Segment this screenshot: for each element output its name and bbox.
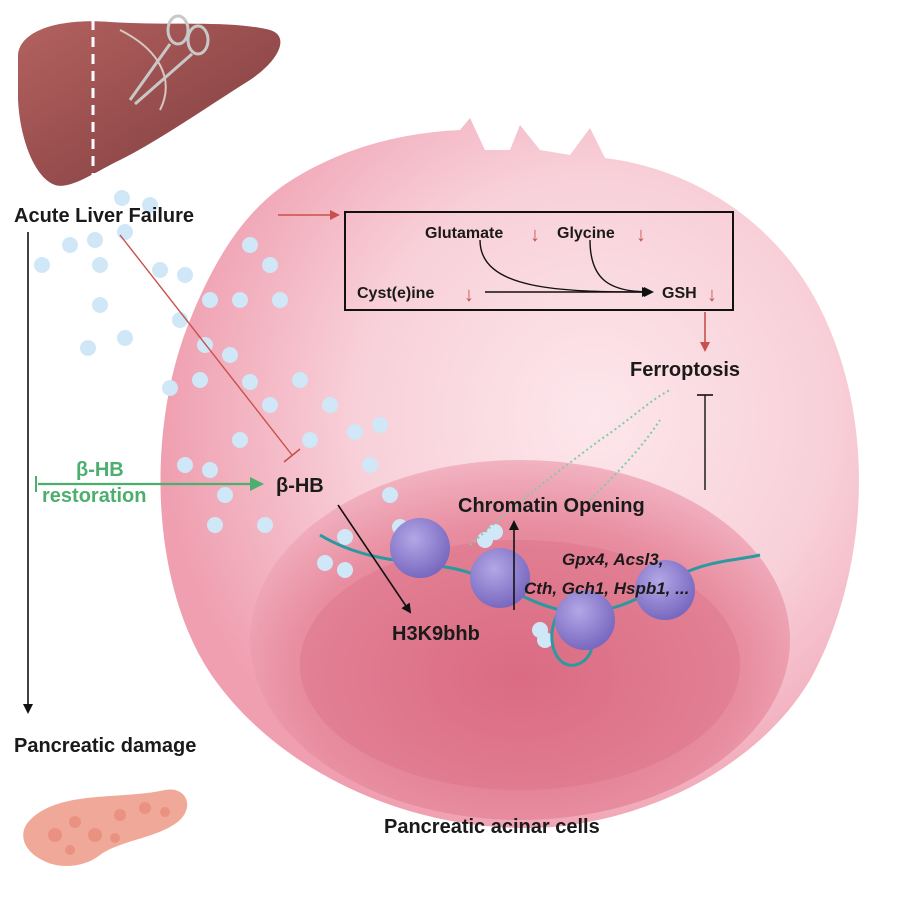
label-pancreatic-damage: Pancreatic damage: [14, 735, 196, 757]
label-h3k9bhb: H3K9bhb: [392, 623, 480, 645]
beta-hb-dots: [34, 190, 553, 648]
beta-hb-dot: [192, 372, 208, 388]
inhibit-alf-to-betahb: [119, 234, 293, 456]
label-ferroptosis: Ferroptosis: [630, 359, 740, 381]
beta-hb-dot: [217, 487, 233, 503]
label-chromatin-opening: Chromatin Opening: [458, 495, 645, 517]
label-beta-hb: β-HB: [276, 475, 324, 497]
beta-hb-dot: [152, 262, 168, 278]
pancreas-icon: [23, 789, 188, 867]
beta-hb-dot: [337, 562, 353, 578]
beta-hb-dot: [142, 197, 158, 213]
arrow-betahb-to-h3k9bhb: [337, 504, 412, 614]
nucleosome-icon: [555, 590, 615, 650]
label-pancreatic-acinar-cells: Pancreatic acinar cells: [384, 816, 600, 838]
beta-hb-dot: [292, 372, 308, 388]
label-genes-1: Gpx4, Acsl3,: [562, 550, 663, 569]
labels: Acute Liver Failure Pancreatic damage Pa…: [14, 205, 740, 838]
decrease-arrow-glutamate: ↓: [530, 224, 540, 246]
label-acute-liver-failure: Acute Liver Failure: [14, 205, 194, 227]
metabolism-box: [344, 211, 734, 311]
liver-with-scissors-icon: [18, 14, 281, 190]
beta-hb-dot: [487, 524, 503, 540]
beta-hb-dot: [232, 292, 248, 308]
nucleosome-icon: [470, 548, 530, 608]
beta-hb-dot: [347, 424, 363, 440]
beta-hb-dot: [382, 487, 398, 503]
decrease-arrow-glycine: ↓: [636, 224, 646, 246]
beta-hb-dot: [162, 380, 178, 396]
beta-hb-dot: [177, 267, 193, 283]
beta-hb-dot: [362, 457, 378, 473]
beta-hb-dot: [117, 330, 133, 346]
beta-hb-dot: [202, 462, 218, 478]
beta-hb-dot: [62, 237, 78, 253]
pathway-arrows: [23, 210, 713, 714]
label-restoration-1: β-HB: [76, 459, 124, 481]
decrease-arrow-gsh: ↓: [707, 284, 717, 306]
beta-hb-dot: [207, 517, 223, 533]
chromatin: [319, 389, 761, 667]
beta-hb-dot: [337, 529, 353, 545]
beta-hb-dot: [177, 457, 193, 473]
beta-hb-dot: [262, 257, 278, 273]
label-genes-2: Cth, Gch1, Hspb1, ...: [524, 579, 689, 598]
beta-hb-dot: [257, 517, 273, 533]
label-restoration-2: restoration: [42, 485, 146, 507]
beta-hb-dot: [372, 417, 388, 433]
beta-hb-dot: [80, 340, 96, 356]
beta-hb-dot: [114, 190, 130, 206]
beta-hb-dot: [537, 632, 553, 648]
nucleosome-icon: [635, 560, 695, 620]
beta-hb-dot: [262, 397, 278, 413]
beta-hb-dot: [317, 555, 333, 571]
nucleosome-icon: [390, 518, 450, 578]
beta-hb-dot: [302, 432, 318, 448]
decrease-arrow-cysteine: ↓: [464, 284, 474, 306]
beta-hb-dot: [87, 232, 103, 248]
label-gsh: GSH: [662, 285, 697, 302]
beta-hb-dot: [92, 297, 108, 313]
beta-hb-dot: [222, 347, 238, 363]
beta-hb-dot: [242, 374, 258, 390]
beta-hb-dot: [242, 237, 258, 253]
label-glutamate: Glutamate: [425, 225, 503, 242]
beta-hb-dot: [202, 292, 218, 308]
beta-hb-dot: [322, 397, 338, 413]
acinar-cell: [160, 118, 859, 829]
nucleus: [250, 460, 790, 820]
label-cysteine: Cyst(e)ine: [357, 285, 434, 302]
beta-hb-dot: [34, 257, 50, 273]
beta-hb-dot: [92, 257, 108, 273]
beta-hb-dot: [232, 432, 248, 448]
beta-hb-dot: [272, 292, 288, 308]
inhibit-bar-red: [283, 448, 301, 463]
label-glycine: Glycine: [557, 225, 615, 242]
